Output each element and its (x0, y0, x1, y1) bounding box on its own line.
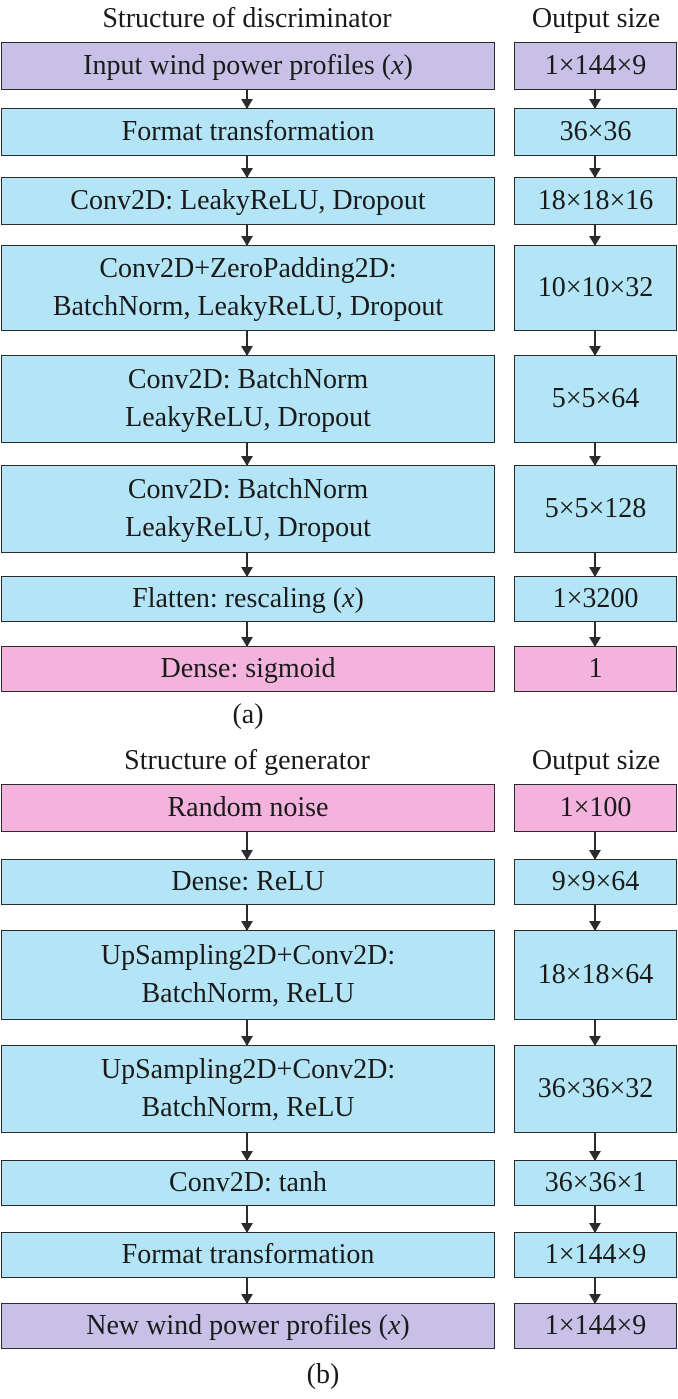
flow-arrow (241, 225, 253, 246)
discriminator-output-size-header: Output size (531, 3, 661, 34)
output-size-box: 18×18×16 (514, 177, 677, 225)
output-size-value: 5×5×64 (551, 383, 640, 414)
output-size-value: 1×100 (559, 792, 632, 823)
output-size-value: 36×36×32 (537, 1073, 654, 1104)
layer-label-line: BatchNorm, ReLU (141, 1092, 355, 1123)
flow-arrow (589, 553, 601, 577)
output-size-value: 1×144×9 (544, 1239, 647, 1270)
flow-arrow (589, 443, 601, 466)
layer-label-line: BatchNorm, ReLU (141, 978, 355, 1009)
output-size-value: 10×10×32 (537, 272, 654, 303)
layer-dense-sigmoid: Dense: sigmoid (1, 646, 495, 692)
layer-conv2d-zeropadding2d: Conv2D+ZeroPadding2D: BatchNorm, LeakyRe… (1, 245, 495, 331)
flow-arrow (589, 225, 601, 246)
output-size-box: 1 (514, 646, 677, 692)
flow-arrow (241, 905, 253, 931)
output-size-value: 1×144×9 (544, 50, 647, 81)
layer-label-line: UpSampling2D+Conv2D: (100, 1054, 396, 1085)
flow-arrow (241, 553, 253, 577)
output-size-box: 1×3200 (514, 576, 677, 622)
layer-label-line: Flatten: rescaling (x) (132, 583, 364, 614)
flow-arrow (589, 832, 601, 860)
layer-conv2d-leakyrelu-dropout: Conv2D: LeakyReLU, Dropout (1, 177, 495, 225)
layer-label-line: UpSampling2D+Conv2D: (100, 940, 396, 971)
flow-arrow (241, 1278, 253, 1304)
layer-label-line: Format transformation (121, 116, 375, 147)
layer-upsampling2d-conv2d-32: UpSampling2D+Conv2D: BatchNorm, ReLU (1, 1045, 495, 1133)
output-size-box: 1×144×9 (514, 42, 677, 90)
layer-flatten-rescaling: Flatten: rescaling (x) (1, 576, 495, 622)
layer-label-line: Conv2D+ZeroPadding2D: (99, 253, 397, 284)
layer-label-line: Dense: sigmoid (160, 653, 336, 684)
output-size-box: 18×18×64 (514, 930, 677, 1020)
layer-conv2d-batchnorm-64: Conv2D: BatchNorm LeakyReLU, Dropout (1, 355, 495, 443)
layer-label-line: Random noise (167, 792, 329, 823)
layer-label-line: LeakyReLU, Dropout (125, 512, 371, 543)
output-size-box: 1×144×9 (514, 1232, 677, 1278)
layer-random-noise: Random noise (1, 784, 495, 832)
flow-arrow (241, 156, 253, 178)
output-size-box: 1×144×9 (514, 1303, 677, 1349)
output-size-value: 1×3200 (552, 583, 639, 614)
generator-output-size-header: Output size (531, 745, 661, 776)
layer-format-transformation: Format transformation (1, 108, 495, 156)
flow-arrow (241, 1133, 253, 1161)
output-size-value: 1×144×9 (544, 1310, 647, 1341)
output-size-box: 1×100 (514, 784, 677, 832)
output-size-value: 36×36×1 (544, 1167, 647, 1198)
flow-arrow (241, 1020, 253, 1046)
flow-arrow (589, 622, 601, 647)
output-size-value: 18×18×16 (537, 185, 654, 216)
layer-label-line: Dense: ReLU (171, 866, 325, 897)
layer-conv2d-tanh: Conv2D: tanh (1, 1160, 495, 1206)
flow-arrow (589, 1133, 601, 1161)
flow-arrow (589, 156, 601, 178)
layer-label-line: Input wind power profiles (x) (83, 50, 413, 81)
output-size-box: 10×10×32 (514, 245, 677, 331)
layer-label-line: Conv2D: LeakyReLU, Dropout (70, 185, 426, 216)
layer-label-line: BatchNorm, LeakyReLU, Dropout (52, 291, 444, 322)
flow-arrow (241, 443, 253, 466)
layer-label-line: Conv2D: BatchNorm (127, 474, 369, 505)
layer-label-line: Format transformation (121, 1239, 375, 1270)
flow-arrow (589, 1206, 601, 1233)
output-size-value: 18×18×64 (537, 959, 654, 990)
flow-arrow (241, 622, 253, 647)
flow-arrow (241, 331, 253, 356)
output-size-value: 36×36 (559, 116, 632, 147)
flow-arrow (589, 1020, 601, 1046)
flow-arrow (589, 331, 601, 356)
layer-new-wind-power-profiles: New wind power profiles (x) (1, 1303, 495, 1349)
panel-b-caption: (b) (306, 1359, 340, 1390)
flow-arrow (589, 1278, 601, 1304)
layer-label-line: New wind power profiles (x) (86, 1310, 410, 1341)
flow-arrow (241, 1206, 253, 1233)
layer-upsampling2d-conv2d-64: UpSampling2D+Conv2D: BatchNorm, ReLU (1, 930, 495, 1020)
layer-dense-relu: Dense: ReLU (1, 859, 495, 905)
output-size-box: 36×36×32 (514, 1045, 677, 1133)
output-size-box: 36×36 (514, 108, 677, 156)
layer-label-line: Conv2D: BatchNorm (127, 364, 369, 395)
output-size-box: 5×5×128 (514, 465, 677, 553)
output-size-box: 9×9×64 (514, 859, 677, 905)
layer-label-line: LeakyReLU, Dropout (125, 402, 371, 433)
output-size-value: 5×5×128 (544, 493, 647, 524)
generator-structure-header: Structure of generator (124, 745, 370, 776)
flow-arrow (241, 90, 253, 109)
output-size-value: 1 (588, 653, 603, 684)
layer-format-transformation: Format transformation (1, 1232, 495, 1278)
output-size-box: 36×36×1 (514, 1160, 677, 1206)
layer-conv2d-batchnorm-128: Conv2D: BatchNorm LeakyReLU, Dropout (1, 465, 495, 553)
flow-arrow (589, 90, 601, 109)
flow-arrow (589, 905, 601, 931)
panel-a-caption: (a) (232, 699, 264, 730)
output-size-value: 9×9×64 (551, 866, 640, 897)
discriminator-structure-header: Structure of discriminator (102, 3, 392, 34)
flow-arrow (241, 832, 253, 860)
layer-label-line: Conv2D: tanh (169, 1167, 327, 1198)
layer-input-wind-power-profiles: Input wind power profiles (x) (1, 42, 495, 90)
output-size-box: 5×5×64 (514, 355, 677, 443)
